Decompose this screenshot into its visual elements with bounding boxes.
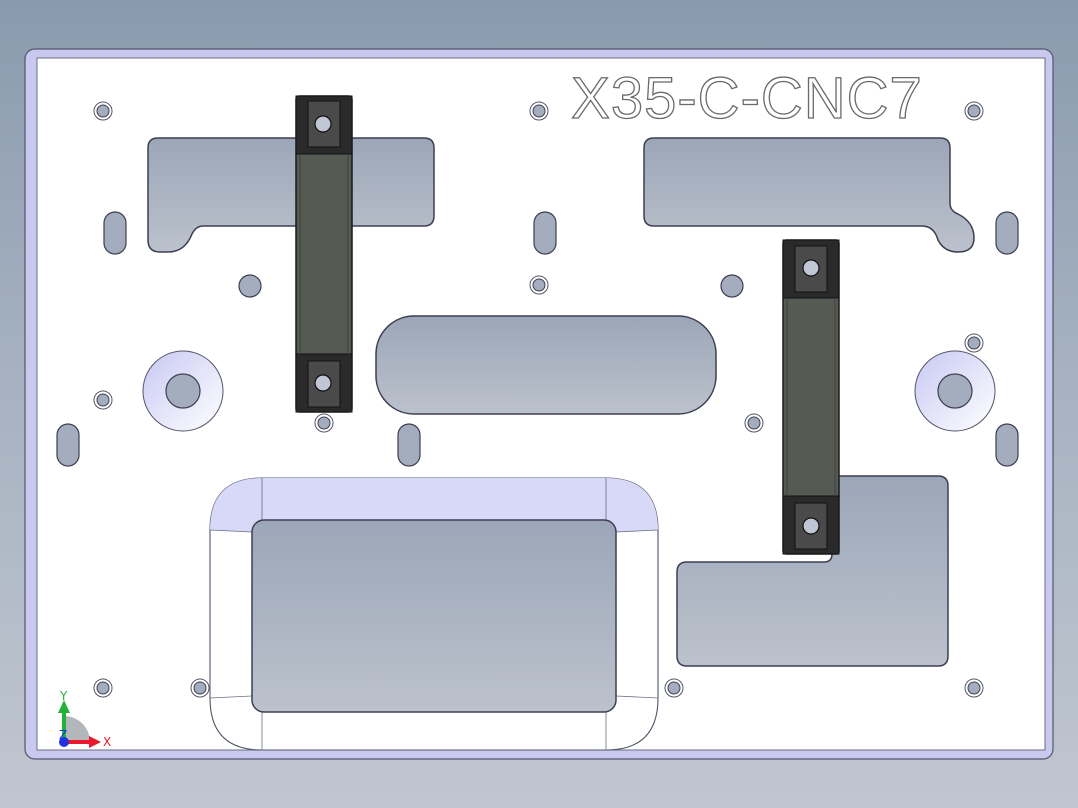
hole[interactable] — [93, 101, 113, 121]
hole[interactable] — [529, 101, 549, 121]
slot[interactable] — [533, 211, 557, 255]
oblong-slots — [56, 211, 1019, 467]
bolt-hole[interactable] — [314, 115, 332, 133]
pocket-bottom-large[interactable] — [209, 477, 659, 751]
pocket-top-left[interactable] — [147, 137, 435, 253]
fillet-line-ll — [209, 695, 253, 699]
hole[interactable] — [314, 413, 334, 433]
bolt-hole[interactable] — [314, 374, 332, 392]
slot[interactable] — [56, 423, 80, 467]
hole[interactable] — [964, 678, 984, 698]
hole[interactable] — [529, 275, 549, 295]
pocket-center-slot[interactable] — [375, 315, 717, 415]
triad-z-label: Z — [59, 728, 67, 742]
y-arrowhead — [58, 700, 70, 713]
pin-hole[interactable] — [720, 274, 744, 298]
slot[interactable] — [103, 211, 127, 255]
slot[interactable] — [397, 423, 421, 467]
x-arrowhead — [89, 736, 101, 748]
mounting-holes — [93, 101, 984, 698]
locating-bore-right[interactable] — [914, 350, 996, 432]
hole[interactable] — [964, 333, 984, 353]
hole[interactable] — [744, 413, 764, 433]
part-label-engraving: X35-C-CNC7 — [571, 66, 923, 131]
bolt-hole[interactable] — [802, 517, 820, 535]
fillet-line-ur — [615, 529, 659, 533]
clamp-bar-left[interactable] — [295, 95, 353, 413]
triad-arc — [64, 716, 90, 742]
hole[interactable] — [93, 678, 113, 698]
pocket-bottom-floor[interactable] — [251, 519, 617, 713]
pocket-bottom-upper-fillet — [210, 478, 658, 532]
coordinate-triad[interactable]: Y X Z — [58, 689, 111, 749]
hole[interactable] — [964, 101, 984, 121]
clamp-bar-right[interactable] — [782, 239, 840, 555]
slot[interactable] — [995, 211, 1019, 255]
triad-y-label: Y — [59, 689, 68, 703]
slot[interactable] — [995, 423, 1019, 467]
bolt-hole[interactable] — [802, 259, 820, 277]
pin-hole[interactable] — [238, 274, 262, 298]
fillet-line-lr — [615, 695, 659, 699]
fillet-line-ul — [209, 529, 253, 533]
hole[interactable] — [93, 390, 113, 410]
z-axis-dot — [59, 737, 69, 747]
pocket-top-right[interactable] — [643, 137, 975, 253]
hole[interactable] — [664, 678, 684, 698]
hole[interactable] — [190, 678, 210, 698]
triad-x-label: X — [103, 735, 111, 749]
locating-bore-left[interactable] — [142, 350, 224, 432]
